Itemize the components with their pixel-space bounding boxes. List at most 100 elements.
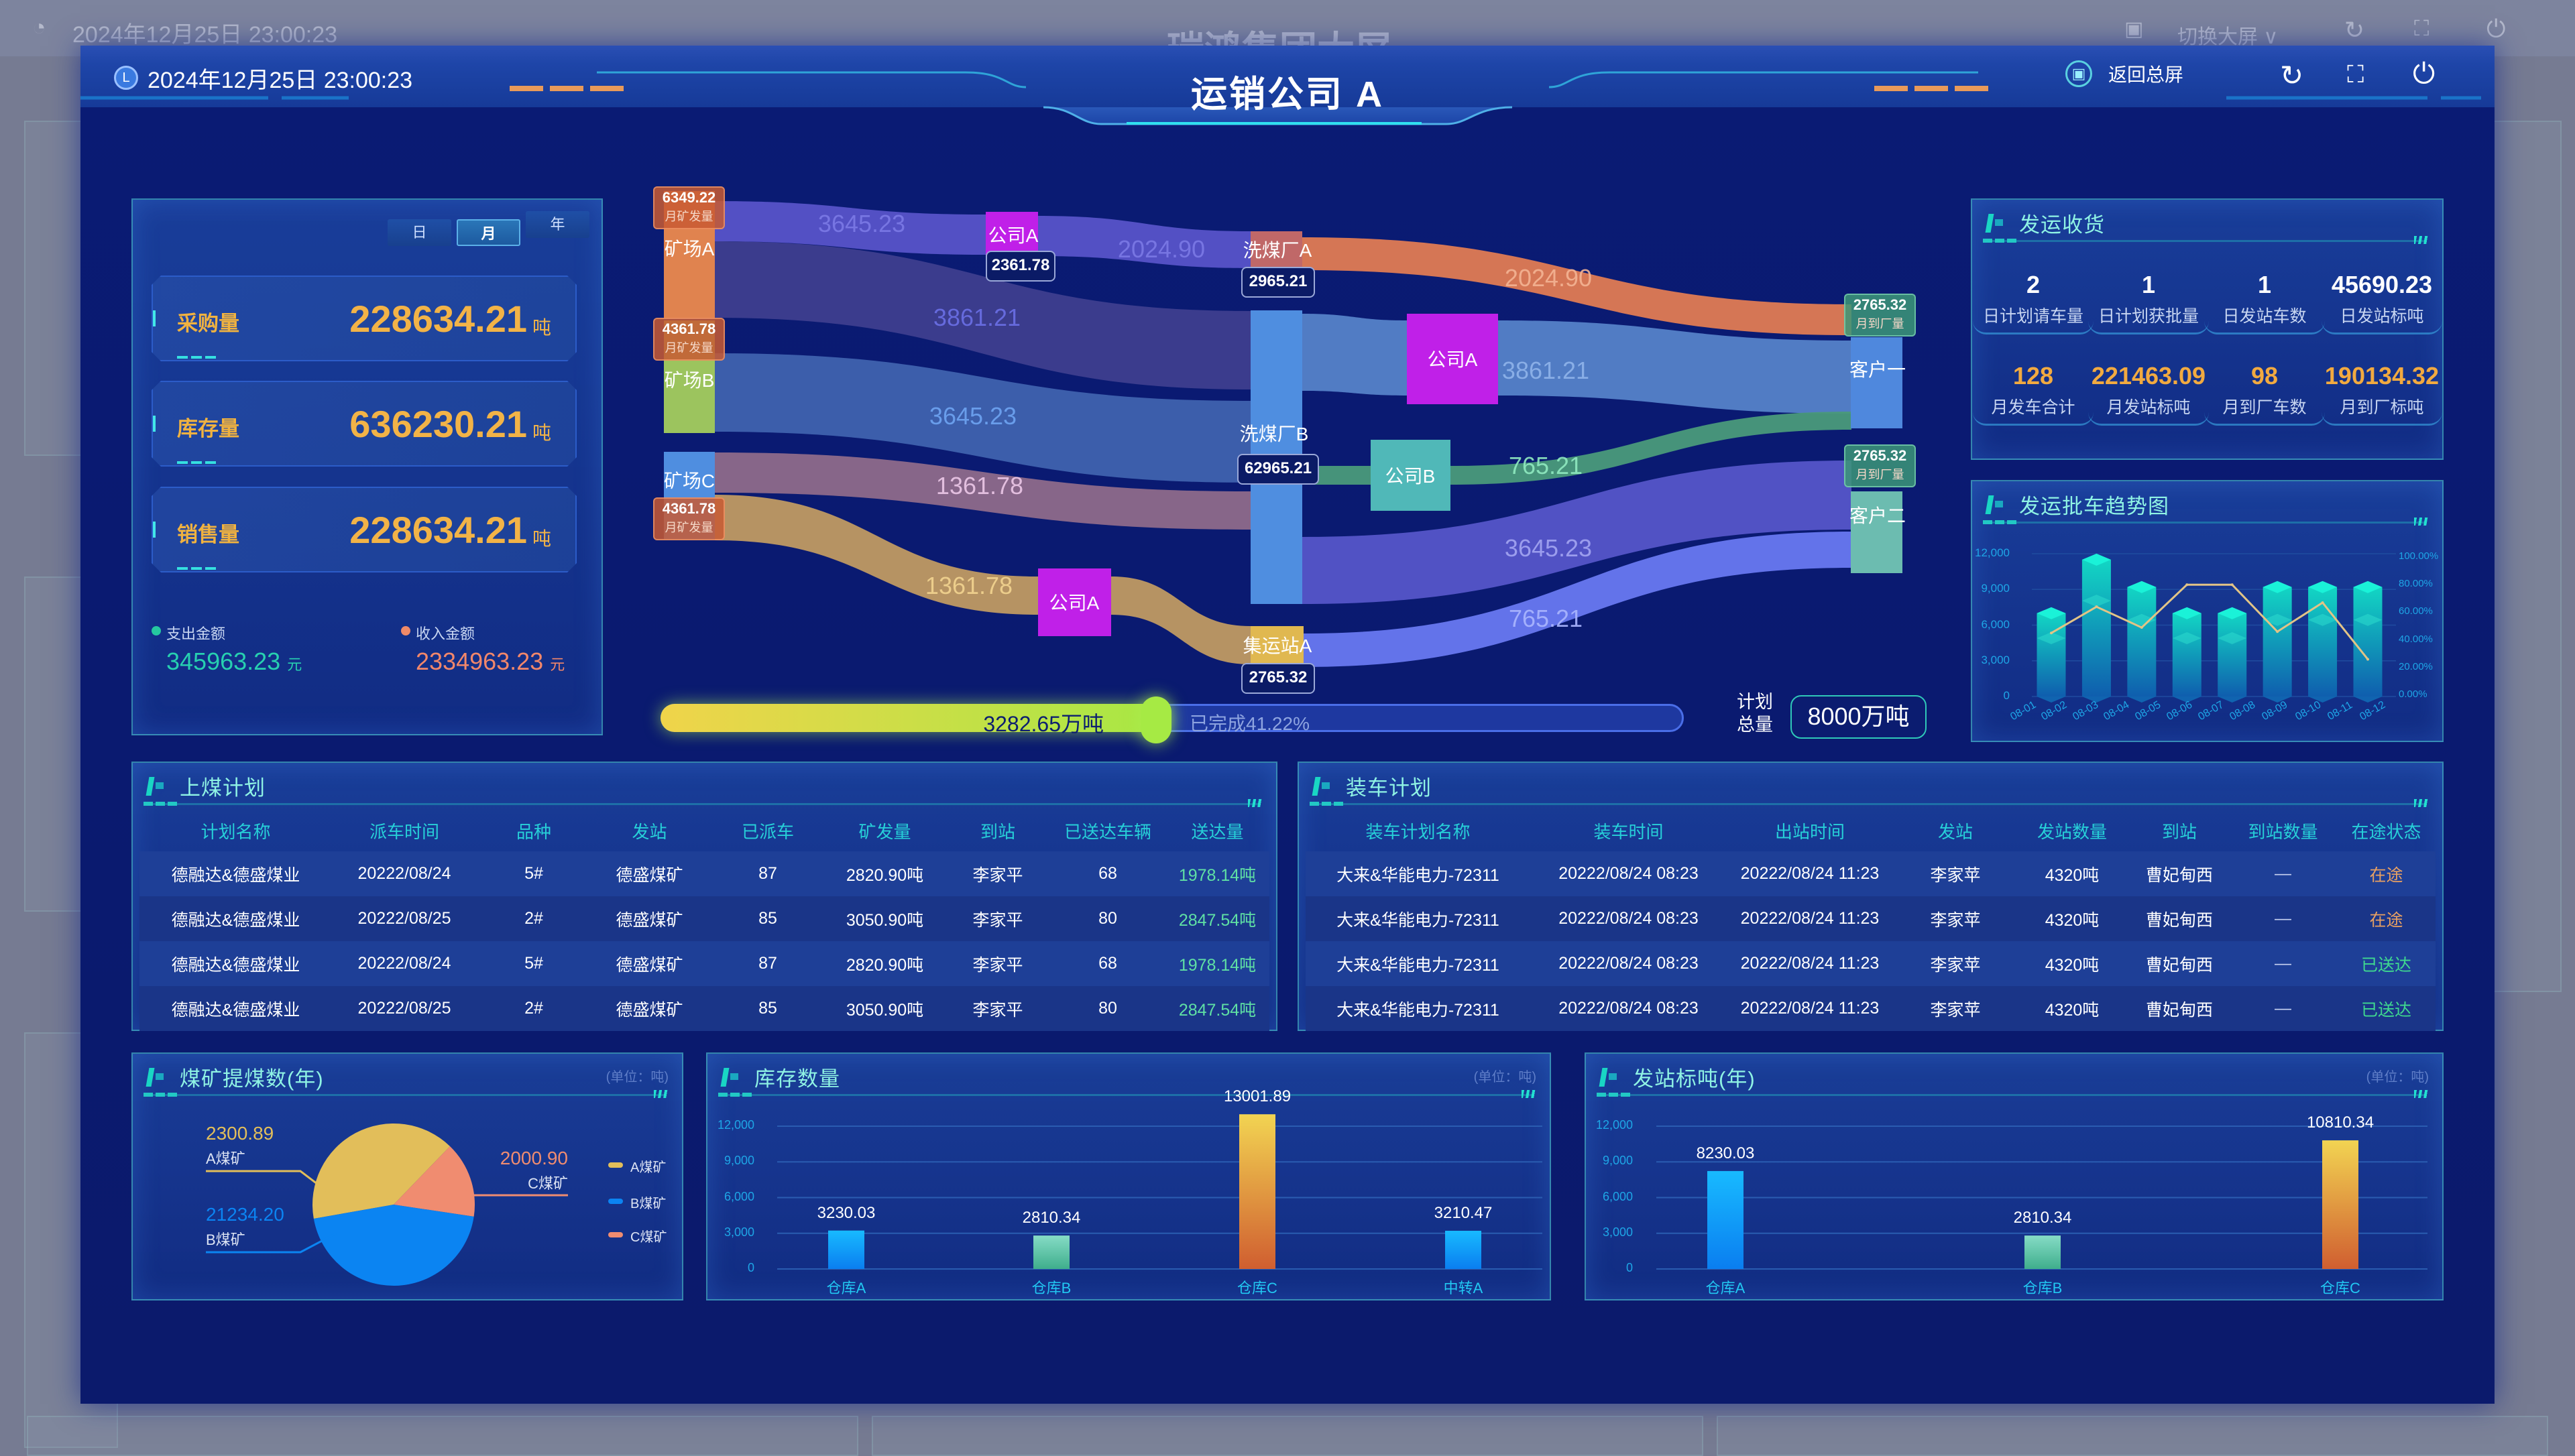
table-cell: 4320吨 (2045, 910, 2100, 930)
background-fullscreen-icon: ⛶ (2414, 16, 2429, 40)
stat-label: 月到厂车数 (2204, 394, 2325, 426)
table-cell: 2847.54吨 (1178, 1000, 1257, 1020)
fullscreen-icon[interactable]: ⛶ (2347, 60, 2364, 88)
pie-name-label: A煤矿 (206, 1150, 245, 1167)
column-header[interactable]: 发站数量 (2037, 821, 2107, 842)
y2-tick-label: 40.00% (2399, 633, 2433, 645)
table-cell: 曹妃甸西 (2145, 865, 2213, 885)
background-monitor-icon: ▣ (2124, 18, 2144, 40)
column-header[interactable]: 到站数量 (2248, 821, 2318, 842)
column-header[interactable]: 发站 (632, 821, 667, 842)
sankey-node-label: 公司B (1385, 466, 1436, 487)
table-cell: 68 (1098, 954, 1117, 973)
legend-item[interactable]: C煤矿 (630, 1230, 667, 1245)
table-cell: 3050.90吨 (846, 1000, 924, 1020)
refresh-icon[interactable]: ↻ (2280, 60, 2304, 91)
y2-tick-label: 100.00% (2399, 550, 2439, 562)
sankey-flow-label: 2024.90 (1504, 264, 1593, 292)
stat-label: 日计划请车量 (1973, 303, 2094, 335)
x-tick-label: 中转A (1443, 1280, 1483, 1296)
column-header[interactable]: 在途状态 (2351, 821, 2421, 842)
tooltip-value: 2765.32 (1853, 296, 1907, 313)
table-cell: 20222/08/24 08:23 (1558, 999, 1699, 1018)
legend-item[interactable]: A煤矿 (630, 1160, 667, 1175)
tooltip-value: 4361.78 (662, 320, 716, 337)
column-header[interactable]: 矿发量 (858, 821, 911, 842)
y-tick-label: 6,000 (1602, 1189, 1633, 1203)
bar-value-label: 3210.47 (1434, 1204, 1493, 1222)
table-cell: 李家平 (972, 910, 1023, 930)
column-header[interactable]: 到站 (980, 821, 1015, 842)
sankey-node-label: 矿场A (664, 239, 715, 259)
expense-label: 支出金额 (166, 625, 226, 642)
tooltip-value: 6349.22 (662, 189, 716, 206)
x-tick-label: 仓库A (1705, 1280, 1746, 1296)
column-header[interactable]: 品种 (516, 821, 551, 842)
monitor-icon: ▣ (2065, 60, 2092, 87)
table-cell: 80 (1098, 999, 1117, 1018)
y-tick-label: 9,000 (1602, 1154, 1633, 1168)
table-cell: 87 (758, 864, 777, 883)
table-cell: 68 (1098, 864, 1117, 883)
tab-month[interactable]: 月 (457, 219, 520, 246)
table-header-row: 计划名称 派车时间 品种 发站 已派车 矿发量 到站 已送达车辆 送达量 (139, 810, 1269, 851)
power-icon[interactable]: ⏻ (2413, 58, 2436, 89)
table-cell: 李家平 (972, 955, 1023, 975)
column-header[interactable]: 计划名称 (201, 821, 271, 842)
table-cell: — (2275, 999, 2291, 1018)
column-header[interactable]: 装车时间 (1593, 821, 1664, 842)
legend-item[interactable]: B煤矿 (630, 1197, 667, 1211)
panel-title-icon (1311, 776, 1331, 796)
column-header[interactable]: 出站时间 (1774, 821, 1845, 842)
plan-progress-bar: 3282.65万吨 已完成41.22% (661, 696, 1684, 743)
table-cell: 曹妃甸西 (2145, 955, 2213, 975)
table-cell: 3050.90吨 (846, 910, 924, 930)
column-header[interactable]: 已派车 (741, 821, 794, 842)
stat-label: 月发车合计 (1973, 394, 2094, 426)
column-header[interactable]: 派车时间 (369, 821, 439, 842)
expense-dot (152, 626, 161, 635)
page-title: 运销公司 A (1191, 74, 1384, 115)
sankey-flow-label: 3861.21 (1501, 357, 1590, 384)
y-tick-label: 3,000 (724, 1225, 754, 1239)
panel-title: 发运批车趋势图 (2019, 494, 2169, 518)
table-cell: 4320吨 (2045, 865, 2100, 885)
column-header[interactable]: 发站 (1937, 821, 1973, 842)
table-cell: 1978.14吨 (1178, 865, 1257, 885)
plan-total-label: 计划总量 (1737, 690, 1773, 736)
column-header[interactable]: 送达量 (1191, 821, 1244, 842)
sankey-flow-label: 1361.78 (925, 572, 1013, 599)
column-header[interactable]: 到站 (2161, 821, 2197, 842)
column-header[interactable]: 装车计划名称 (1365, 821, 1471, 842)
tab-day[interactable]: 日 (388, 219, 451, 246)
table-cell: 87 (758, 954, 777, 973)
y-tick-label: 12,000 (1595, 1118, 1633, 1132)
table-cell: 2847.54吨 (1178, 910, 1257, 930)
coal-plan-panel: 上煤计划 计划名称派车时间品种发站已派车矿发量到站已送达车辆送达量德融达&德盛煤… (131, 762, 1277, 1031)
sankey-node-label: 洗煤厂A (1243, 240, 1312, 261)
y-tick-label: 0 (1625, 1261, 1633, 1274)
y2-tick-label: 80.00% (2399, 578, 2433, 590)
table-cell: 曹妃甸西 (2145, 1000, 2213, 1020)
expense-amount: 345963.23 (166, 648, 281, 675)
table-cell: 在途 (2369, 910, 2403, 930)
table-cell: 大来&华能电力-72311 (1336, 910, 1499, 930)
tab-year[interactable]: 年 (526, 211, 589, 238)
back-to-main-button[interactable]: ▣ 返回总屏 (2065, 60, 2183, 87)
income-unit: 元 (550, 656, 565, 673)
column-header[interactable]: 已送达车辆 (1064, 821, 1151, 842)
x-tick-label: 仓库C (2320, 1280, 2360, 1296)
pie-value-label: 21234.20 (206, 1204, 284, 1225)
